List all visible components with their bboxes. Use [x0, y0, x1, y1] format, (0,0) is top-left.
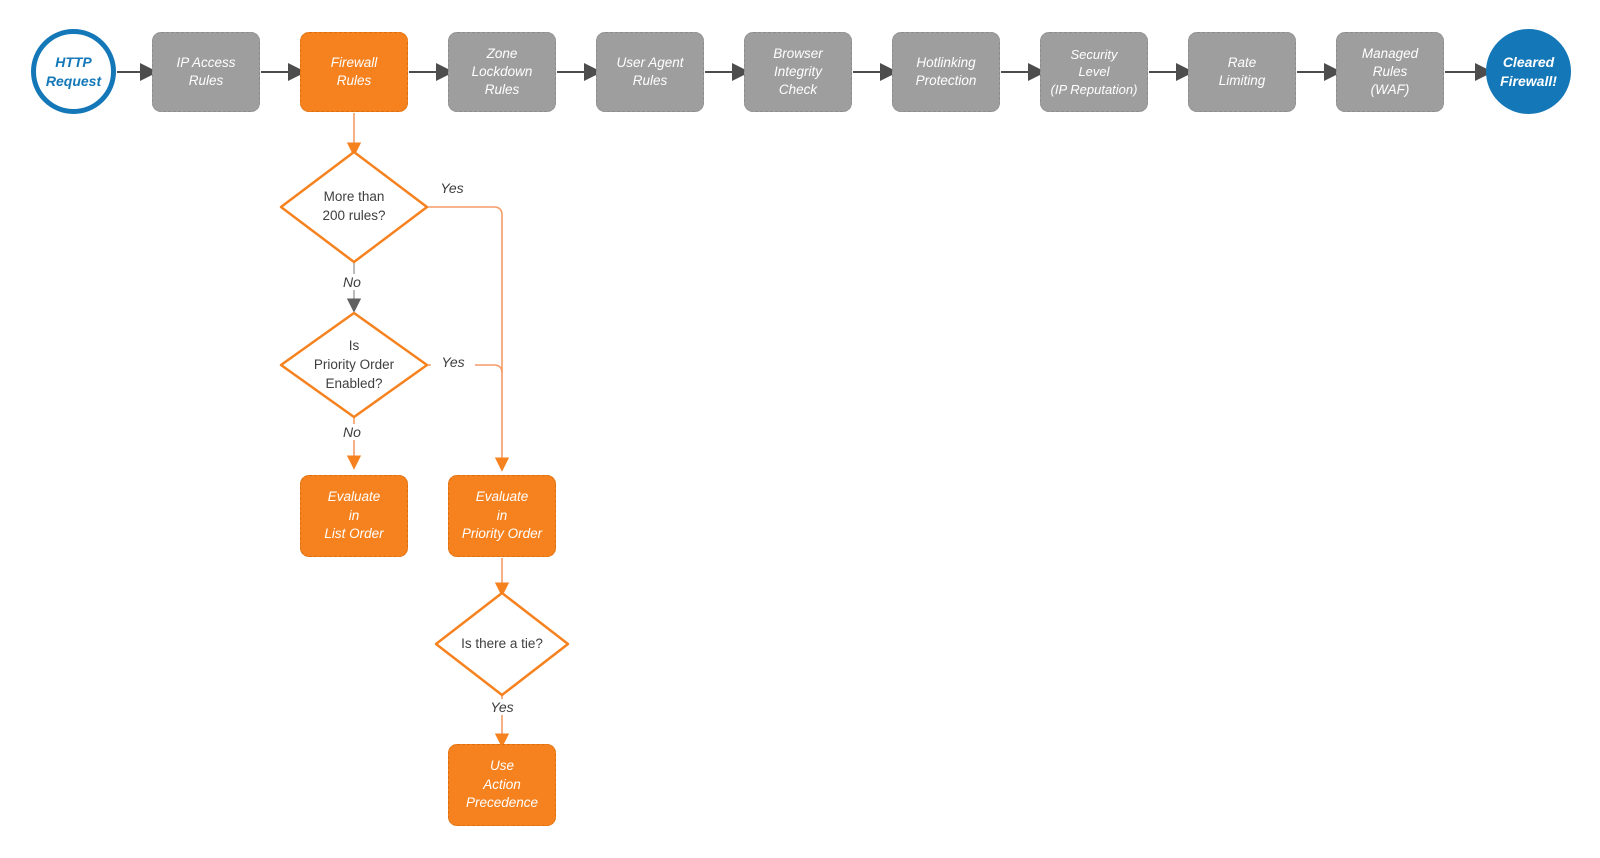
node-ip-access-rules: IP Access Rules	[152, 32, 260, 112]
node-rate-limiting: Rate Limiting	[1188, 32, 1296, 112]
node-hotlinking-protection: Hotlinking Protection	[892, 32, 1000, 112]
node-http-request: HTTP Request	[31, 29, 116, 114]
node-evaluate-list-order: Evaluate in List Order	[300, 475, 408, 557]
decision-diamonds	[279, 150, 570, 697]
edge-label-priority-enabled-yes: Yes	[431, 354, 475, 370]
node-managed-rules-waf: Managed Rules (WAF)	[1336, 32, 1444, 112]
edge-label-more-rules-yes: Yes	[440, 180, 464, 196]
node-use-action-precedence: Use Action Precedence	[448, 744, 556, 826]
node-security-level: Security Level (IP Reputation)	[1040, 32, 1148, 112]
edge-label-more-rules-no: No	[330, 274, 374, 290]
arrow-decision1-yes	[427, 206, 510, 472]
edge-label-tie-yes: Yes	[480, 699, 524, 715]
decision-priority-enabled-label: Is Priority Order Enabled?	[313, 338, 395, 391]
edge-label-priority-enabled-no: No	[330, 424, 374, 440]
node-user-agent-rules: User Agent Rules	[596, 32, 704, 112]
decision-more-rules-label: More than 200 rules?	[322, 189, 386, 223]
node-browser-integrity-check: Browser Integrity Check	[744, 32, 852, 112]
node-zone-lockdown-rules: Zone Lockdown Rules	[448, 32, 556, 112]
node-firewall-rules: Firewall Rules	[300, 32, 408, 112]
node-evaluate-priority-order: Evaluate in Priority Order	[448, 475, 556, 557]
node-cleared-firewall: Cleared Firewall!	[1486, 29, 1571, 114]
decision-tie-label: Is there a tie?	[461, 636, 543, 651]
